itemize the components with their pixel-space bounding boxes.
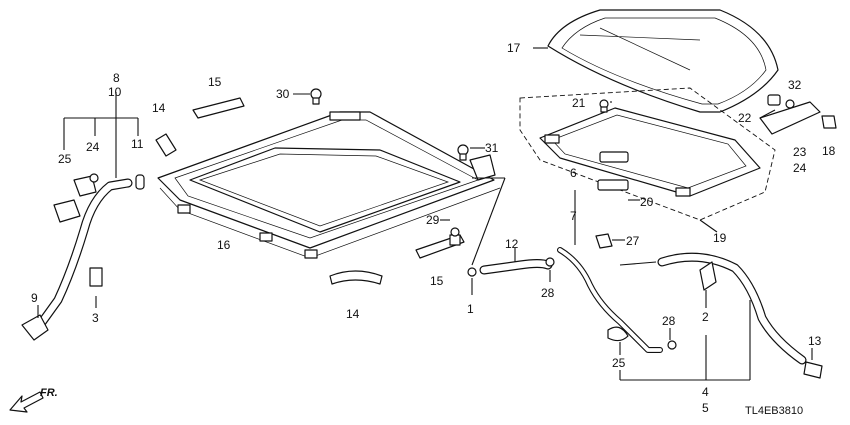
drain-hose-rear: [479, 259, 553, 275]
part-label: 31: [485, 141, 499, 155]
grommet-icon: [545, 257, 555, 267]
clamp-icon: [53, 199, 81, 223]
part-label: 28: [662, 314, 676, 328]
part-label: 12: [505, 237, 519, 251]
roof-frame: [157, 111, 501, 259]
bracket-icon: [89, 267, 103, 287]
bolt-icon: [310, 88, 322, 105]
part-label: 14: [152, 101, 166, 115]
part-label: 20: [640, 195, 654, 209]
part-label: 7: [570, 209, 577, 223]
part-label: 9: [31, 291, 38, 305]
drain-tube-left: [557, 247, 663, 353]
part-label: 15: [208, 75, 222, 89]
connector-icon: [803, 361, 823, 379]
rail-trim: [329, 270, 383, 285]
bolt-icon: [449, 227, 461, 246]
part-label: 27: [626, 234, 640, 248]
sunshade-frame: [539, 107, 761, 197]
gear-icon: [767, 94, 781, 106]
part-label: 19: [713, 231, 727, 245]
bolt-icon: [457, 144, 469, 161]
part-label: 28: [541, 286, 555, 300]
clip-icon: [89, 173, 99, 183]
clip-icon: [595, 233, 613, 249]
part-label: 14: [346, 307, 360, 321]
glass-panel: [547, 9, 779, 113]
part-label: 6: [570, 166, 577, 180]
drain-hose-front-left: [21, 178, 133, 341]
part-label: 11: [131, 137, 144, 151]
clamp-icon: [73, 175, 97, 197]
bracket-icon: [699, 261, 717, 291]
part-label: 5: [702, 401, 709, 415]
diagram-code: TL4EB3810: [745, 405, 803, 417]
clip-icon: [821, 115, 837, 129]
part-label: 8: [113, 71, 120, 85]
part-label: 3: [92, 311, 99, 325]
bolt-icon: [599, 99, 609, 113]
part-label: 10: [108, 85, 122, 99]
part-label: 2: [702, 310, 709, 324]
grommet-icon: [667, 340, 677, 350]
part-label: 25: [612, 356, 626, 370]
part-label: 29: [426, 213, 440, 227]
arrow-icon: [9, 391, 44, 413]
part-label: 24: [793, 161, 807, 175]
gear-icon: [785, 99, 795, 109]
part-label: 18: [822, 144, 836, 158]
part-label: 1: [467, 302, 474, 316]
rail-trim: [192, 97, 245, 119]
part-label: 16: [217, 238, 231, 252]
assembly-outline: [519, 87, 776, 221]
rail-trim: [155, 133, 177, 157]
part-label: 13: [808, 334, 822, 348]
part-label: 25: [58, 152, 72, 166]
part-label: 32: [788, 78, 802, 92]
part-label: 30: [276, 87, 290, 101]
part-label: 15: [430, 274, 444, 288]
part-label: 21: [572, 96, 586, 110]
part-label: 4: [702, 385, 709, 399]
clip-icon: [135, 174, 145, 190]
clamp-icon: [607, 326, 629, 342]
part-label: 22: [738, 111, 752, 125]
part-label: 23: [793, 145, 807, 159]
grommet-icon: [467, 267, 477, 277]
leader-lines: [37, 47, 813, 381]
drain-hose-right: [657, 252, 807, 365]
direction-label: FR.: [40, 387, 58, 399]
part-labels: 8 10 14 15 30 24 25 11 16 3 9 31 29 15 1…: [31, 41, 836, 415]
part-label: 17: [507, 41, 521, 55]
front-direction-indicator: FR.: [9, 387, 58, 413]
motor-icon: [759, 101, 821, 135]
part-label: 24: [86, 140, 100, 154]
